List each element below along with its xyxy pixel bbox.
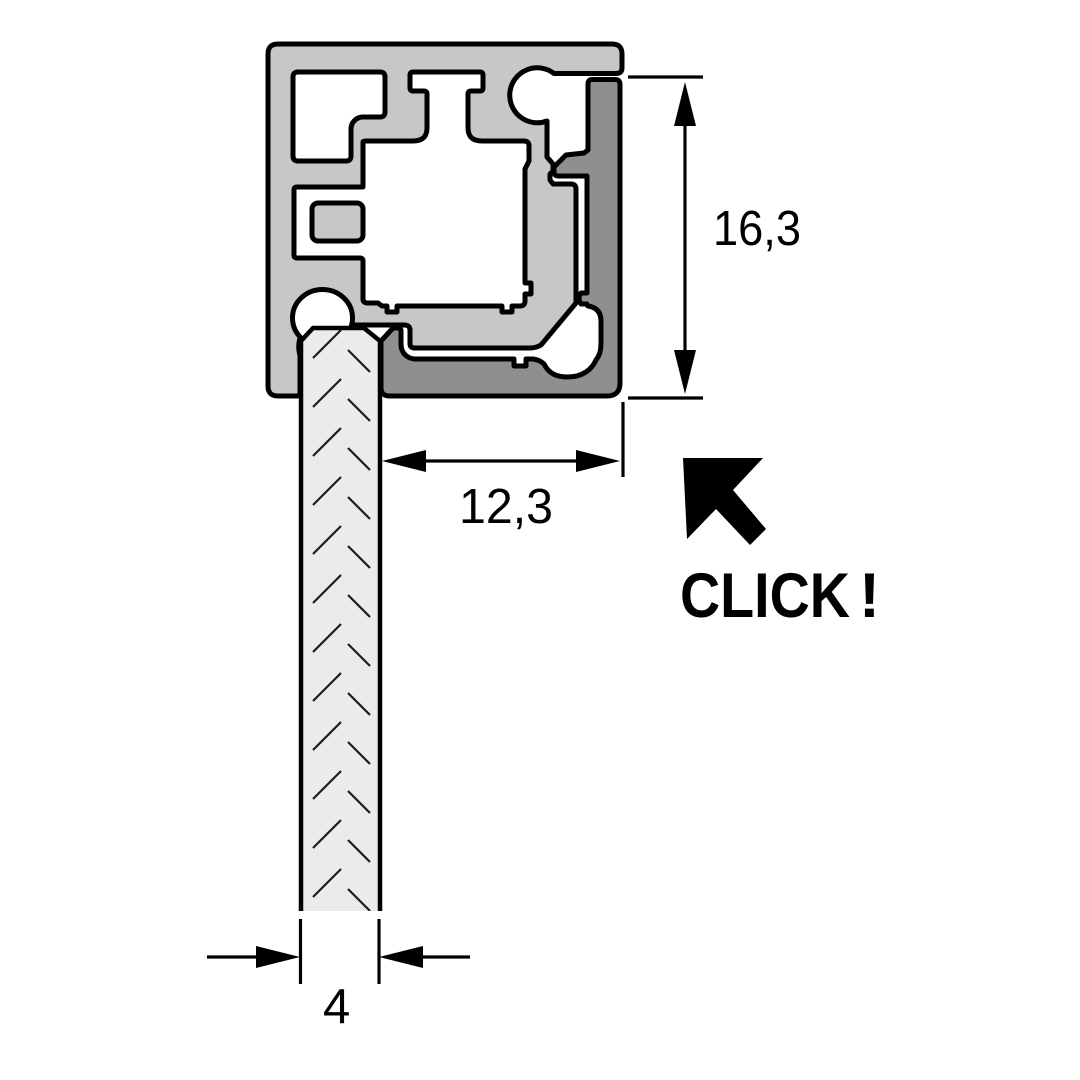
svg-text:16,3: 16,3 [713,202,801,256]
svg-text:CLICK: CLICK [680,561,850,631]
svg-text:!: ! [859,561,880,631]
svg-text:12,3: 12,3 [459,480,553,534]
svg-text:4: 4 [323,980,350,1034]
